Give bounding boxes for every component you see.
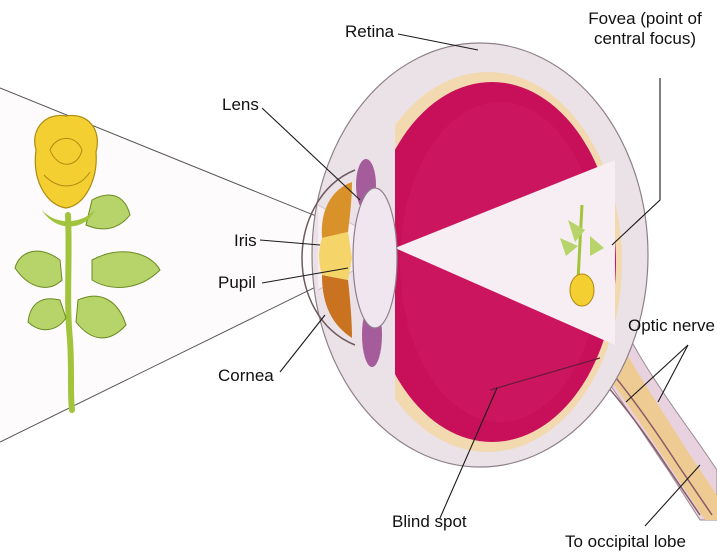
rose-leaf-lower-right [75, 295, 127, 339]
cornea-label: Cornea [218, 366, 274, 385]
cornea [301, 169, 356, 346]
rose-leaf-left [14, 250, 63, 288]
retina-leader [397, 33, 479, 51]
leader-lines [259, 33, 701, 527]
rose-leaf-upper-right [85, 194, 131, 230]
pupil-area [319, 232, 352, 280]
pupil-leader [261, 267, 349, 284]
retinal-image [560, 204, 604, 307]
rose-stem [65, 212, 75, 413]
blind-spot-label: Blind spot [392, 512, 467, 531]
rose-illustration [14, 114, 161, 413]
fovea-label-line2: central focus) [593, 29, 697, 48]
iris-lower [322, 275, 352, 338]
optic-nerve-leader-1 [625, 344, 689, 403]
optic-nerve-label: Optic nerve [628, 316, 715, 335]
occipital-lobe-label: To occipital lobe [565, 532, 686, 551]
light-cone-outside [0, 88, 395, 442]
iris-upper [321, 182, 352, 238]
lens-leader [261, 107, 361, 201]
blind-spot-leader [439, 387, 498, 519]
rose-sepal [42, 210, 95, 227]
iris-leader [259, 239, 321, 246]
optic-nerve [574, 341, 717, 521]
fovea-label-line1: Fovea (point of [588, 9, 702, 28]
fovea-leader [611, 78, 661, 246]
iris-label: Iris [234, 231, 257, 250]
blind-spot-pointer [489, 357, 601, 391]
rose-leaf-right [91, 251, 161, 288]
pupil-label: Pupil [218, 273, 256, 292]
rose-leaf-lower-left [27, 298, 67, 331]
occipital-leader [644, 464, 701, 527]
fovea-label: Fovea (point of central focus) [580, 9, 710, 49]
lens [352, 187, 398, 329]
optic-nerve-leader-2 [657, 344, 689, 403]
retina-label: Retina [345, 22, 395, 41]
iris-cornea [301, 169, 356, 346]
lens-label: Lens [222, 95, 259, 114]
light-cone-inside [395, 160, 615, 345]
lens-group [352, 159, 398, 367]
rose-bloom [34, 114, 98, 209]
cornea-leader [279, 314, 326, 373]
